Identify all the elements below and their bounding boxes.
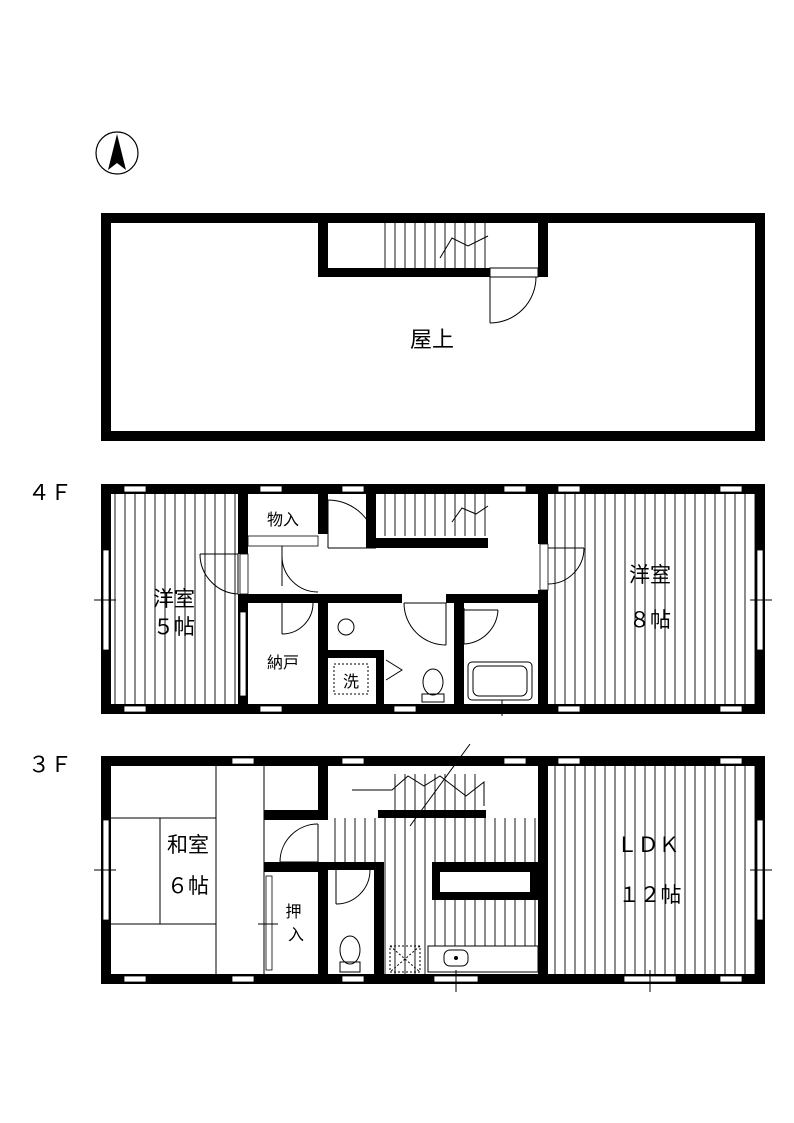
washer-label: 洗 (343, 672, 359, 691)
hall-door (327, 499, 377, 549)
room-5-door (199, 553, 249, 595)
oshiire-label-1: 押 (285, 902, 301, 921)
floor-4-section: ４Ｆ (28, 481, 772, 716)
sink-icon (337, 618, 355, 636)
bath-door (463, 608, 499, 645)
rooftop-label: 屋上 (410, 328, 454, 353)
fridge-space (389, 945, 421, 973)
toilet-door (403, 602, 447, 646)
room-8-size: ８帖 (629, 608, 671, 632)
room-5-size: ５帖 (153, 615, 195, 639)
room-5-name: 洋室 (153, 587, 195, 611)
ldk-size: １２帖 (619, 883, 682, 907)
toilet-3f-door (335, 869, 371, 905)
storage-door (247, 535, 319, 593)
washitsu-name: 和室 (167, 833, 209, 857)
rooftop-stairs (376, 223, 489, 268)
oshiire-label: 押 入 (285, 902, 306, 944)
oshiire-label-2: 入 (288, 925, 304, 944)
toilet-icon (421, 668, 445, 703)
room-8-name: 洋室 (629, 563, 671, 587)
floor-3-label: ３Ｆ (28, 753, 72, 778)
ldk-name: ＬＤＫ (617, 833, 680, 857)
storage-label: 物入 (267, 510, 299, 529)
tatami-lines (111, 766, 265, 974)
rooftop-door (489, 267, 539, 324)
kitchen-counter (427, 945, 539, 973)
closet-door (281, 602, 314, 635)
hall-floor (328, 818, 538, 862)
floor4-stairs (376, 494, 489, 536)
ldk-floor (548, 766, 755, 974)
washitsu-door (279, 823, 319, 863)
washitsu-size: ６帖 (167, 874, 209, 898)
north-arrow-icon (95, 131, 139, 175)
bathtub-icon (467, 661, 533, 701)
room-8-door (539, 543, 585, 591)
toilet-3f-icon (339, 935, 361, 973)
floor-3-section: ３Ｆ (28, 743, 772, 992)
kitchen-floor (384, 862, 432, 974)
room-5-floor (111, 494, 238, 704)
rooftop-section: 屋上 (101, 213, 765, 441)
room-8-floor (548, 494, 755, 704)
kitchen-floor-2 (432, 900, 538, 946)
floor-4-label: ４Ｆ (28, 481, 72, 506)
washer-space: 洗 (333, 663, 369, 695)
closet-label: 納戸 (267, 653, 299, 672)
